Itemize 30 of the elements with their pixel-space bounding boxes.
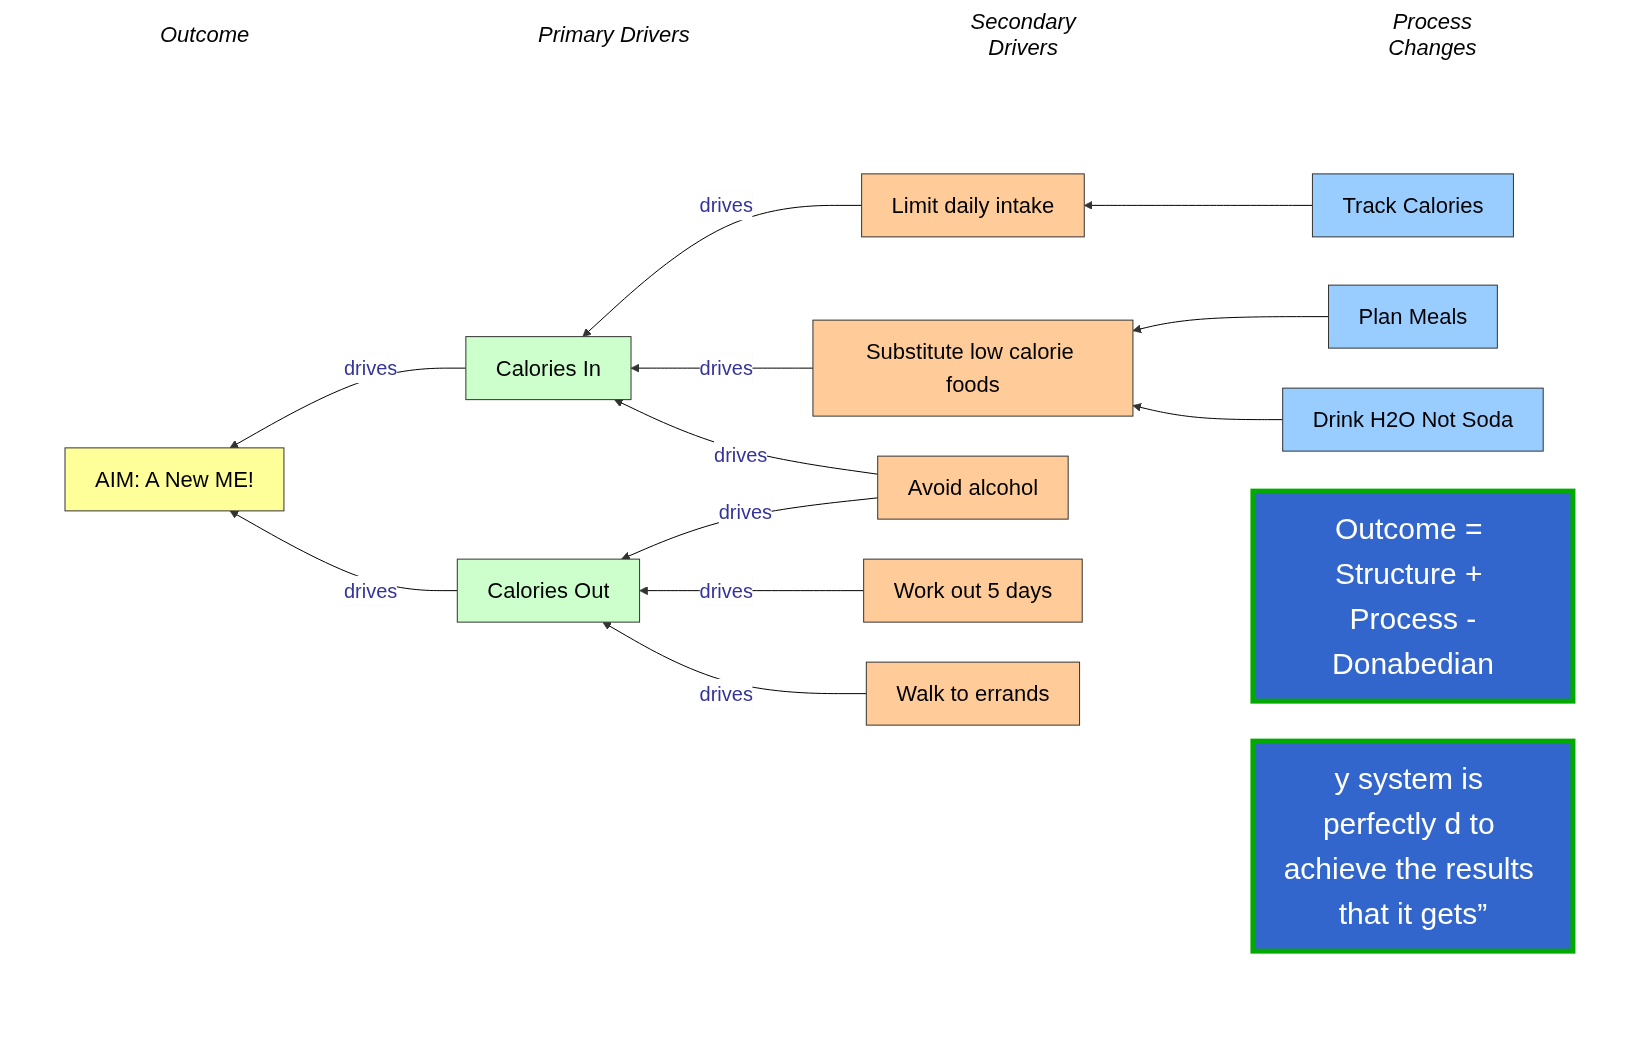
column-heading: Outcome xyxy=(159,22,251,48)
edge-label: drives xyxy=(699,357,753,380)
edge-label: drives xyxy=(718,501,772,524)
edge-label: drives xyxy=(699,682,753,705)
node-box: Walk to errands xyxy=(865,661,1080,726)
node-box: Work out 5 days xyxy=(862,558,1083,623)
node-box: y system is perfectly d to achieve the results that it gets” xyxy=(1249,738,1575,954)
node-box: AIM: A New ME! xyxy=(64,447,284,512)
node-box: Track Calories xyxy=(1311,173,1514,238)
column-heading: Process Changes xyxy=(1387,9,1478,61)
node-box: Substitute low calorie foods xyxy=(811,319,1133,417)
node-box: Calories In xyxy=(464,336,632,401)
edge-label: drives xyxy=(713,443,767,466)
edge-label: drives xyxy=(699,579,753,602)
node-box: Outcome = Structure + Process -Donabedian xyxy=(1249,488,1575,704)
arrow xyxy=(613,399,878,475)
node-box: Calories Out xyxy=(456,558,640,623)
arrow xyxy=(582,204,862,337)
node-box: Avoid alcohol xyxy=(876,455,1069,520)
column-heading: Primary Drivers xyxy=(537,22,691,48)
arrow xyxy=(1083,201,1313,210)
edge-label: drives xyxy=(343,579,397,602)
arrow xyxy=(1132,316,1329,334)
arrow xyxy=(1132,403,1283,421)
node-box: Plan Meals xyxy=(1327,284,1498,349)
node-box: Limit daily intake xyxy=(860,173,1085,238)
edge-label: drives xyxy=(699,194,753,217)
edge-label: drives xyxy=(343,357,397,380)
node-box: Drink H2O Not Soda xyxy=(1281,387,1544,452)
column-heading: Secondary Drivers xyxy=(969,9,1078,61)
